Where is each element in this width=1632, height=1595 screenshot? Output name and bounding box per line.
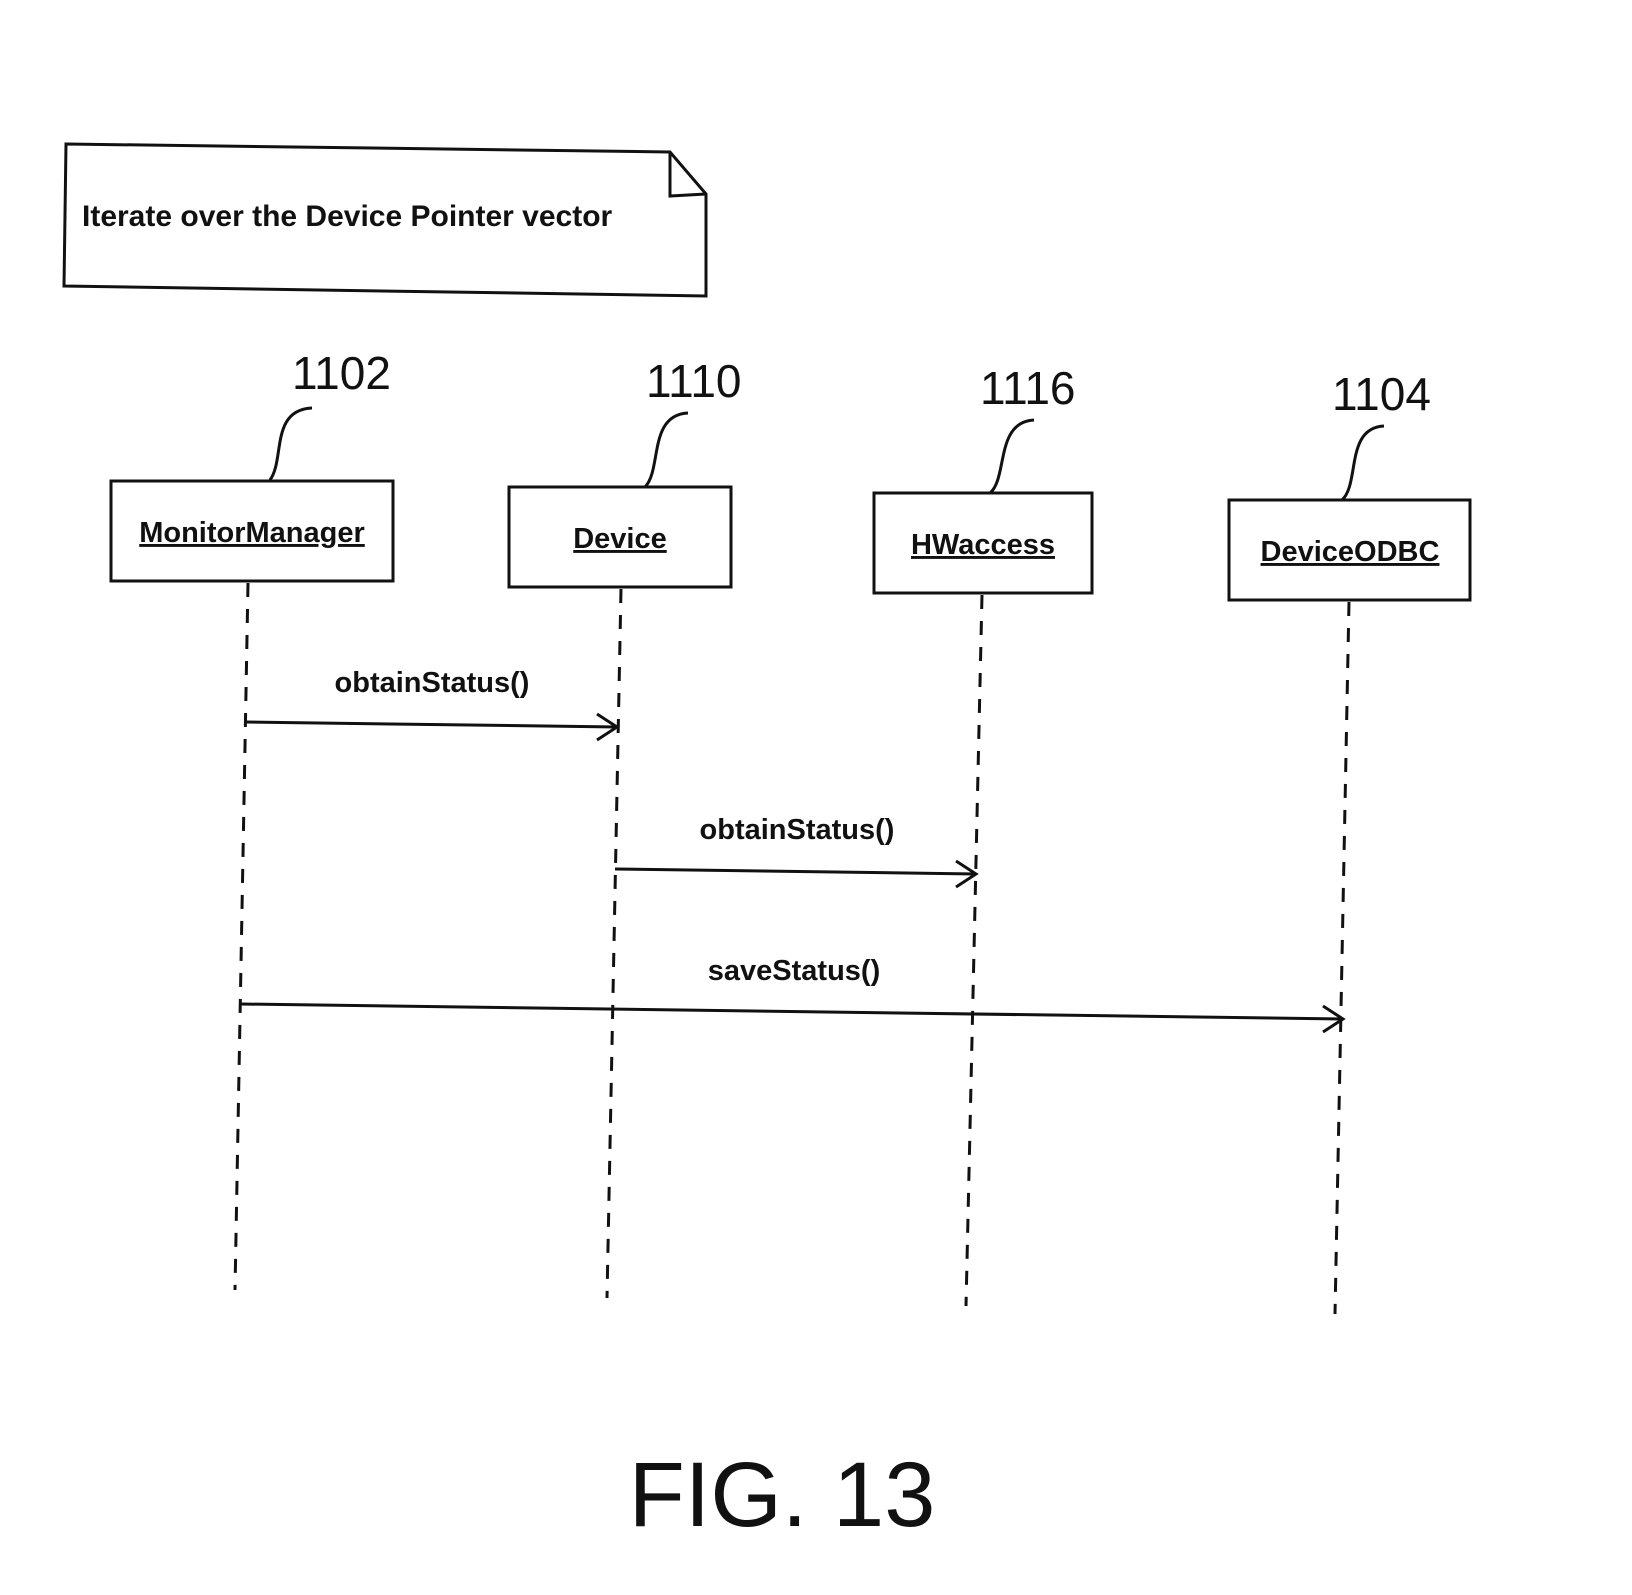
ref-number-1110: 1110 (646, 355, 742, 407)
lifeline-hwaccess (964, 594, 984, 1307)
message-arrow-line-2 (614, 867, 977, 876)
note-text: Iterate over the Device Pointer vector (82, 200, 613, 233)
object-label-device: Device (573, 523, 667, 555)
message-arrow-line-3 (240, 1002, 1344, 1021)
message-arrowhead-1 (596, 712, 620, 742)
leader-line-1110 (643, 411, 689, 489)
lifeline-device (605, 588, 623, 1299)
message-2: obtainStatus() (614, 814, 979, 889)
object-box-monitor-manager (109, 479, 395, 583)
object-device-odbc: 1104 DeviceODBC (1227, 368, 1472, 1315)
object-box-device (507, 485, 733, 589)
message-3: saveStatus() (240, 955, 1346, 1034)
ref-number-1116: 1116 (980, 362, 1076, 414)
lifeline-monitor-manager (233, 582, 250, 1291)
object-label-device-odbc: DeviceODBC (1261, 536, 1440, 568)
message-arrowhead-2 (955, 859, 979, 889)
note: Iterate over the Device Pointer vector (62, 142, 708, 298)
message-label-2: obtainStatus() (700, 814, 895, 846)
object-box-hwaccess (872, 491, 1094, 595)
leader-line-1104 (1340, 424, 1385, 502)
object-hwaccess: 1116 HWaccess (872, 362, 1094, 1307)
message-1: obtainStatus() (245, 667, 620, 742)
object-label-monitor-manager: MonitorManager (139, 517, 365, 549)
note-fold (668, 152, 707, 198)
lifeline-device-odbc (1333, 601, 1351, 1315)
ref-number-1104: 1104 (1332, 368, 1431, 420)
message-arrow-line-1 (245, 720, 618, 729)
object-box-device-odbc (1227, 498, 1472, 602)
figure-caption: FIG. 13 (629, 1444, 936, 1546)
message-label-3: saveStatus() (708, 955, 880, 987)
object-label-hwaccess: HWaccess (911, 529, 1055, 561)
object-device: 1110 Device (507, 355, 742, 1299)
object-monitor-manager: 1102 MonitorManager (109, 347, 395, 1291)
message-label-1: obtainStatus() (335, 667, 530, 699)
leader-line-1102 (268, 406, 313, 481)
message-arrowhead-3 (1322, 1004, 1346, 1034)
leader-line-1116 (988, 418, 1035, 495)
ref-number-1102: 1102 (292, 347, 391, 399)
note-box (62, 142, 708, 298)
